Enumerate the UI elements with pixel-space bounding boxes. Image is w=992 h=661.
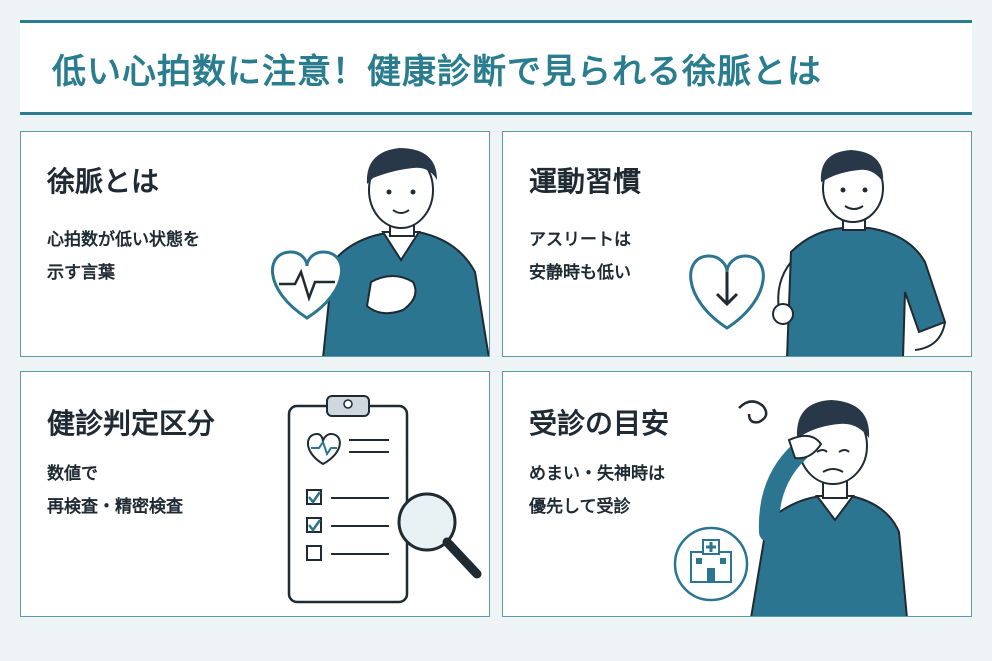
card-description: 数値で 再検査・精密検査 (47, 458, 183, 524)
card-line: 心拍数が低い状態を (47, 230, 200, 250)
card-line: アスリートは (529, 230, 631, 250)
man-hand-on-chest-illustration (270, 148, 489, 356)
card-line: めまい・失神時は (529, 464, 665, 484)
card-checkup-classification: 健診判定区分 数値で 再検査・精密検査 (20, 371, 490, 617)
heartbeat-heart-icon (270, 250, 344, 320)
card-description: アスリートは 安静時も低い (529, 224, 631, 290)
card-description: めまい・失神時は 優先して受診 (529, 458, 665, 524)
title-rule-top (20, 20, 972, 23)
card-description: 心拍数が低い状態を 示す言葉 (47, 224, 200, 290)
card-line: 優先して受診 (529, 497, 631, 517)
dizzy-man-illustration (673, 400, 908, 616)
card-title: 運動習慣 (529, 165, 642, 198)
card-bradycardia: 徐脈とは 心拍数が低い状態を 示す言葉 (20, 131, 490, 357)
card-title: 受診の目安 (529, 407, 670, 440)
card-exercise-habit: 運動習慣 アスリートは 安静時も低い (502, 131, 972, 357)
card-line: 再検査・精密検査 (47, 497, 183, 517)
athlete-running-illustration (689, 150, 947, 356)
card-title: 健診判定区分 (47, 407, 216, 440)
card-line: 数値で (47, 464, 98, 484)
card-title: 徐脈とは (47, 165, 160, 198)
clipboard-checklist-icon (287, 395, 482, 604)
card-line: 示す言葉 (47, 263, 115, 283)
title-banner: 低い心拍数に注意！健康診断で見られる徐脈とは (20, 20, 972, 115)
title-rule-bottom (20, 112, 972, 115)
page-title: 低い心拍数に注意！健康診断で見られる徐脈とは (52, 52, 822, 92)
card-when-to-see-doctor: 受診の目安 めまい・失神時は 優先して受診 (502, 371, 972, 617)
card-line: 安静時も低い (529, 263, 631, 283)
